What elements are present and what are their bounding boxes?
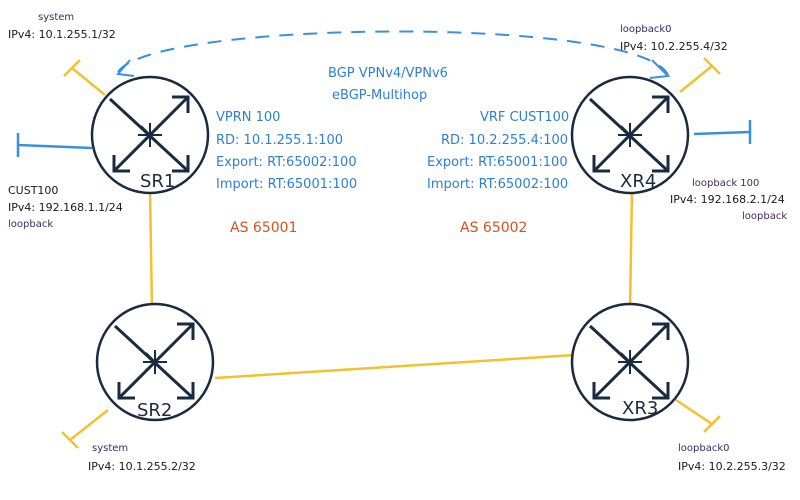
xr4-loopback0-stub bbox=[679, 57, 721, 93]
vprn-title: VPRN 100 bbox=[216, 110, 281, 125]
sr1-cust-ip: IPv4: 192.168.1.1/24 bbox=[8, 201, 123, 214]
sr2-system-stub bbox=[61, 409, 109, 449]
sr1-system-ip: IPv4: 10.1.255.1/32 bbox=[8, 28, 116, 41]
xr4-loopback0-ip: IPv4: 10.2.255.4/32 bbox=[620, 40, 728, 53]
sr1-system-label: system bbox=[38, 12, 75, 23]
link-sr1-sr2 bbox=[148, 189, 154, 311]
as-right-label: AS 65002 bbox=[460, 220, 528, 236]
router-sr2[interactable]: SR2 bbox=[95, 302, 215, 422]
sr2-system-label: system bbox=[92, 443, 129, 454]
router-xr4-name: XR4 bbox=[620, 171, 656, 192]
sr1-system-stub bbox=[63, 59, 106, 96]
router-xr4[interactable]: XR4 bbox=[570, 75, 690, 195]
router-sr1[interactable]: SR1 bbox=[90, 75, 210, 195]
vprn-rd: RD: 10.1.255.1:100 bbox=[216, 133, 344, 148]
link-xr3-xr4 bbox=[628, 189, 634, 311]
router-xr3[interactable]: XR3 bbox=[570, 302, 690, 422]
sr1-cust-loopback-stub bbox=[17, 143, 93, 150]
vrf-rd: RD: 10.2.255.4:100 bbox=[441, 133, 569, 148]
sr1-cust-type: loopback bbox=[8, 219, 54, 230]
vprn-import: Import: RT:65001:100 bbox=[216, 177, 358, 192]
bgp-title: BGP VPNv4/VPNv6 bbox=[328, 66, 448, 81]
router-sr2-name: SR2 bbox=[137, 400, 172, 421]
xr4-cust-type: loopback bbox=[742, 211, 788, 222]
sr1-cust-name: CUST100 bbox=[8, 184, 59, 197]
sr2-system-ip: IPv4: 10.1.255.2/32 bbox=[88, 460, 196, 473]
vrf-import: Import: RT:65002:100 bbox=[427, 177, 569, 192]
xr3-loopback0-label: loopback0 bbox=[678, 443, 730, 454]
xr4-cust-ip: IPv4: 192.168.2.1/24 bbox=[670, 193, 785, 206]
router-xr3-name: XR3 bbox=[622, 398, 658, 419]
vprn-export: Export: RT:65002:100 bbox=[216, 155, 357, 170]
as-left-label: AS 65001 bbox=[230, 220, 298, 236]
vrf-export: Export: RT:65001:100 bbox=[427, 155, 568, 170]
xr4-cust-name: loopback 100 bbox=[692, 178, 760, 189]
xr4-cust-loopback-stub bbox=[693, 130, 751, 136]
router-sr1-name: SR1 bbox=[140, 171, 175, 192]
bgp-subtitle: eBGP-Multihop bbox=[332, 88, 428, 103]
bgp-arrow-right bbox=[649, 59, 671, 79]
link-sr2-xr3 bbox=[214, 353, 576, 380]
vrf-title: VRF CUST100 bbox=[480, 110, 570, 125]
xr4-loopback0-label: loopback0 bbox=[620, 24, 672, 35]
xr3-loopback0-stub bbox=[675, 398, 721, 433]
xr3-loopback0-ip: IPv4: 10.2.255.3/32 bbox=[678, 460, 786, 473]
bgp-arrow-left bbox=[116, 59, 135, 77]
